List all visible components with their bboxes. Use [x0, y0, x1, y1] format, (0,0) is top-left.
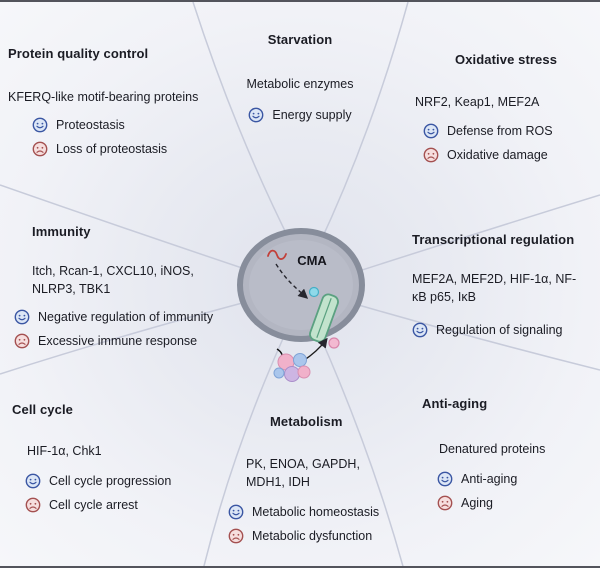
- negative-outcome-label: Cell cycle arrest: [49, 497, 138, 512]
- section-substrates: NRF2, Keap1, MEF2A: [415, 95, 540, 109]
- negative-outcome-row: Loss of proteostasis: [32, 141, 258, 157]
- sad-face-icon: [228, 528, 244, 544]
- section-immunity: Immunity Itch, Rcan-1, CXCL10, iNOS, NLR…: [14, 224, 244, 349]
- positive-outcome-label: Defense from ROS: [447, 123, 553, 138]
- positive-outcome-row: Regulation of signaling: [412, 322, 597, 338]
- positive-outcome-label: Cell cycle progression: [49, 473, 172, 488]
- section-oxidative-stress: Oxidative stress NRF2, Keap1, MEF2A Defe…: [415, 52, 595, 163]
- positive-outcome-label: Regulation of signaling: [436, 323, 563, 337]
- section-title: Cell cycle: [12, 402, 73, 417]
- positive-outcome-row: Anti-aging: [437, 471, 592, 487]
- section-transcriptional-regulation: Transcriptional regulation MEF2A, MEF2D,…: [412, 232, 597, 338]
- sad-face-icon: [25, 497, 41, 512]
- negative-outcome-row: Metabolic dysfunction: [228, 528, 398, 544]
- translocation-arrow-icon: [275, 263, 309, 299]
- negative-outcome-label: Aging: [461, 495, 493, 510]
- positive-outcome-row: Negative regulation of immunity: [14, 309, 244, 325]
- cma-label: CMA: [297, 253, 327, 268]
- happy-face-icon: [14, 309, 30, 325]
- section-protein-quality-control: Protein quality control KFERQ-like motif…: [8, 46, 258, 157]
- section-substrates: PK, ENOA, GAPDH, MDH1, IDH: [246, 457, 360, 489]
- sad-face-icon: [14, 333, 30, 349]
- happy-face-icon: [25, 473, 41, 488]
- cma-lysosome-illustration: CMA: [237, 228, 365, 382]
- section-substrates: Denatured proteins: [439, 442, 546, 456]
- section-substrates: Metabolic enzymes: [246, 77, 354, 91]
- section-starvation: Starvation Metabolic enzymes Energy supp…: [205, 32, 395, 123]
- sad-face-icon: [437, 495, 453, 510]
- section-title: Starvation: [267, 32, 333, 47]
- happy-face-icon: [412, 322, 428, 338]
- substrate-protein-icon: [267, 249, 287, 260]
- positive-outcome-label: Proteostasis: [56, 117, 125, 132]
- section-substrates: MEF2A, MEF2D, HIF-1α, NF-κB p65, IκB: [412, 272, 577, 304]
- section-title: Transcriptional regulation: [412, 232, 575, 247]
- positive-outcome-label: Energy supply: [272, 107, 352, 122]
- negative-outcome-row: Oxidative damage: [423, 147, 595, 163]
- negative-outcome-label: Metabolic dysfunction: [252, 529, 373, 543]
- negative-outcome-row: Excessive immune response: [14, 333, 244, 349]
- section-title: Metabolism: [270, 414, 343, 429]
- section-metabolism: Metabolism PK, ENOA, GAPDH, MDH1, IDH Me…: [228, 414, 398, 544]
- positive-outcome-row: Metabolic homeostasis: [228, 504, 398, 520]
- section-substrates: Itch, Rcan-1, CXCL10, iNOS, NLRP3, TBK1: [32, 264, 194, 296]
- section-title: Oxidative stress: [455, 52, 558, 67]
- happy-face-icon: [228, 504, 244, 520]
- positive-outcome-row: Defense from ROS: [423, 123, 595, 139]
- happy-face-icon: [437, 471, 453, 486]
- section-title: Protein quality control: [8, 46, 149, 61]
- happy-face-icon: [423, 123, 439, 138]
- negative-outcome-label: Loss of proteostasis: [56, 141, 168, 156]
- hsc70-chaperone-complex-icon: [273, 353, 311, 382]
- section-substrates: HIF-1α, Chk1: [27, 444, 102, 458]
- negative-outcome-label: Excessive immune response: [38, 334, 198, 348]
- lamp2a-channel-icon: [308, 286, 340, 349]
- happy-face-icon: [248, 107, 264, 122]
- section-substrates: KFERQ-like motif-bearing proteins: [8, 90, 199, 104]
- positive-outcome-row: Proteostasis: [32, 117, 258, 133]
- negative-outcome-label: Oxidative damage: [447, 147, 548, 162]
- positive-outcome-label: Metabolic homeostasis: [252, 505, 380, 519]
- negative-outcome-row: Cell cycle arrest: [25, 497, 227, 513]
- negative-outcome-row: Aging: [437, 495, 592, 511]
- lysosome-icon: [237, 228, 365, 342]
- sad-face-icon: [32, 141, 48, 156]
- happy-face-icon: [32, 117, 48, 132]
- section-title: Immunity: [32, 224, 91, 239]
- section-cell-cycle: Cell cycle HIF-1α, Chk1 Cell cycle progr…: [12, 402, 227, 513]
- section-anti-aging: Anti-aging Denatured proteins Anti-aging…: [422, 396, 592, 511]
- positive-outcome-row: Energy supply: [205, 107, 395, 123]
- section-title: Anti-aging: [422, 396, 488, 411]
- positive-outcome-label: Negative regulation of immunity: [38, 310, 214, 324]
- positive-outcome-label: Anti-aging: [461, 471, 518, 486]
- sad-face-icon: [423, 147, 439, 162]
- positive-outcome-row: Cell cycle progression: [25, 473, 227, 489]
